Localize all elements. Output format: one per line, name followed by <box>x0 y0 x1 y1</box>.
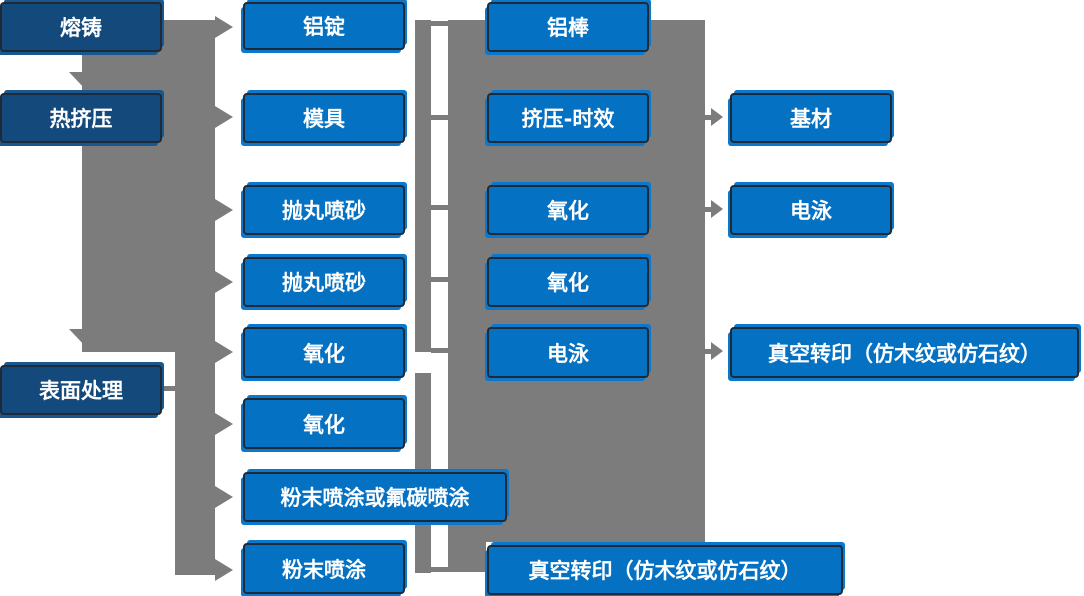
flow-arrow-down-to-surface-treatment <box>69 329 103 347</box>
node-electrophoresis-2: 电泳 <box>730 185 892 235</box>
connector-stub-row5 <box>431 348 448 353</box>
connector-surface-treatment-stub <box>163 386 176 391</box>
node-vacuum-transfer-print-2: 真空转印（仿木纹或仿石纹） <box>730 327 1079 378</box>
flow-arrow-to-oxidation-1 <box>215 341 233 363</box>
flow-arrow-to-base-material <box>711 108 723 126</box>
node-aluminum-ingot: 铝锭 <box>243 2 405 50</box>
connector-stem-base-material <box>704 115 713 120</box>
connector-left-main <box>82 20 215 352</box>
node-oxidation-1: 氧化 <box>243 327 405 378</box>
node-oxidation-4: 氧化 <box>487 257 649 307</box>
connector-stub-bottom <box>431 567 448 572</box>
connector-stem-vacuum-transfer <box>704 349 713 354</box>
flow-arrow-to-vacuum-transfer <box>711 342 723 360</box>
flow-arrow-to-powder-or-fluorocarbon <box>215 486 233 508</box>
connector-middle-bar-upper <box>415 20 431 352</box>
node-shot-blasting-1: 抛丸喷砂 <box>243 185 405 235</box>
flow-arrow-to-electrophoresis <box>711 200 723 218</box>
connector-stub-row1 <box>431 21 448 26</box>
node-melting-casting: 熔铸 <box>0 2 162 52</box>
node-oxidation-3: 氧化 <box>487 185 649 235</box>
connector-stub-row3 <box>431 205 448 210</box>
flow-arrow-to-mold <box>215 106 233 128</box>
connector-stub-row2 <box>431 115 448 120</box>
connector-left-lower-column <box>175 352 215 575</box>
connector-stub-row4 <box>431 277 448 282</box>
flow-arrow-to-shot-blasting-1 <box>215 199 233 221</box>
flow-arrow-to-shot-blasting-2 <box>215 271 233 293</box>
flow-arrow-to-aluminum-ingot <box>215 16 233 38</box>
node-mold: 模具 <box>243 93 405 143</box>
node-aluminum-rod: 铝棒 <box>487 2 649 52</box>
flow-arrow-to-oxidation-2 <box>215 413 233 435</box>
node-hot-extrusion: 热挤压 <box>0 93 162 143</box>
node-oxidation-2: 氧化 <box>243 398 405 449</box>
node-extrusion-aging: 挤压-时效 <box>487 93 649 143</box>
flow-arrow-to-powder-coating <box>215 559 233 581</box>
node-shot-blasting-2: 抛丸喷砂 <box>243 257 405 307</box>
node-surface-treatment: 表面处理 <box>0 365 162 415</box>
connector-center-block-leg <box>448 542 486 572</box>
node-powder-or-fluorocarbon-coating: 粉末喷涂或氟碳喷涂 <box>243 472 507 522</box>
flow-arrow-down-to-hot-extrusion <box>69 72 103 90</box>
connector-stem-electrophoresis <box>704 207 713 212</box>
node-base-material: 基材 <box>730 93 892 143</box>
node-vacuum-transfer-print-1: 真空转印（仿木纹或仿石纹） <box>487 545 843 595</box>
node-electrophoresis-1: 电泳 <box>487 327 649 378</box>
node-powder-coating: 粉末喷涂 <box>243 543 405 594</box>
